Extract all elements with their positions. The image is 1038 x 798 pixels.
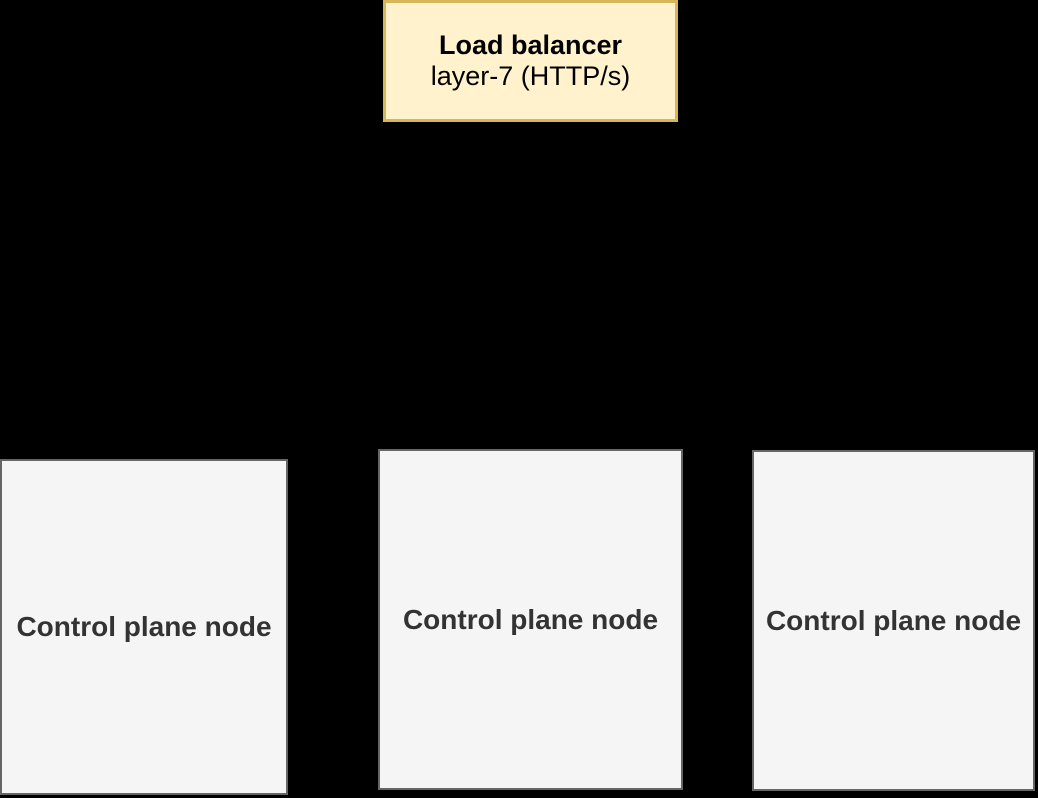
- control-plane-node-1: Control plane node: [0, 459, 288, 795]
- control-plane-node-1-label: Control plane node: [16, 611, 272, 642]
- load-balancer-title: Load balancer: [438, 30, 623, 60]
- control-plane-node-3-label: Control plane node: [765, 604, 1022, 636]
- load-balancer-subtitle: layer-7 (HTTP/s): [430, 61, 631, 91]
- load-balancer-node: Load balancer layer-7 (HTTP/s): [383, 0, 678, 122]
- control-plane-node-2-label: Control plane node: [402, 603, 659, 635]
- control-plane-node-3: Control plane node: [752, 450, 1035, 791]
- control-plane-node-2: Control plane node: [378, 449, 683, 790]
